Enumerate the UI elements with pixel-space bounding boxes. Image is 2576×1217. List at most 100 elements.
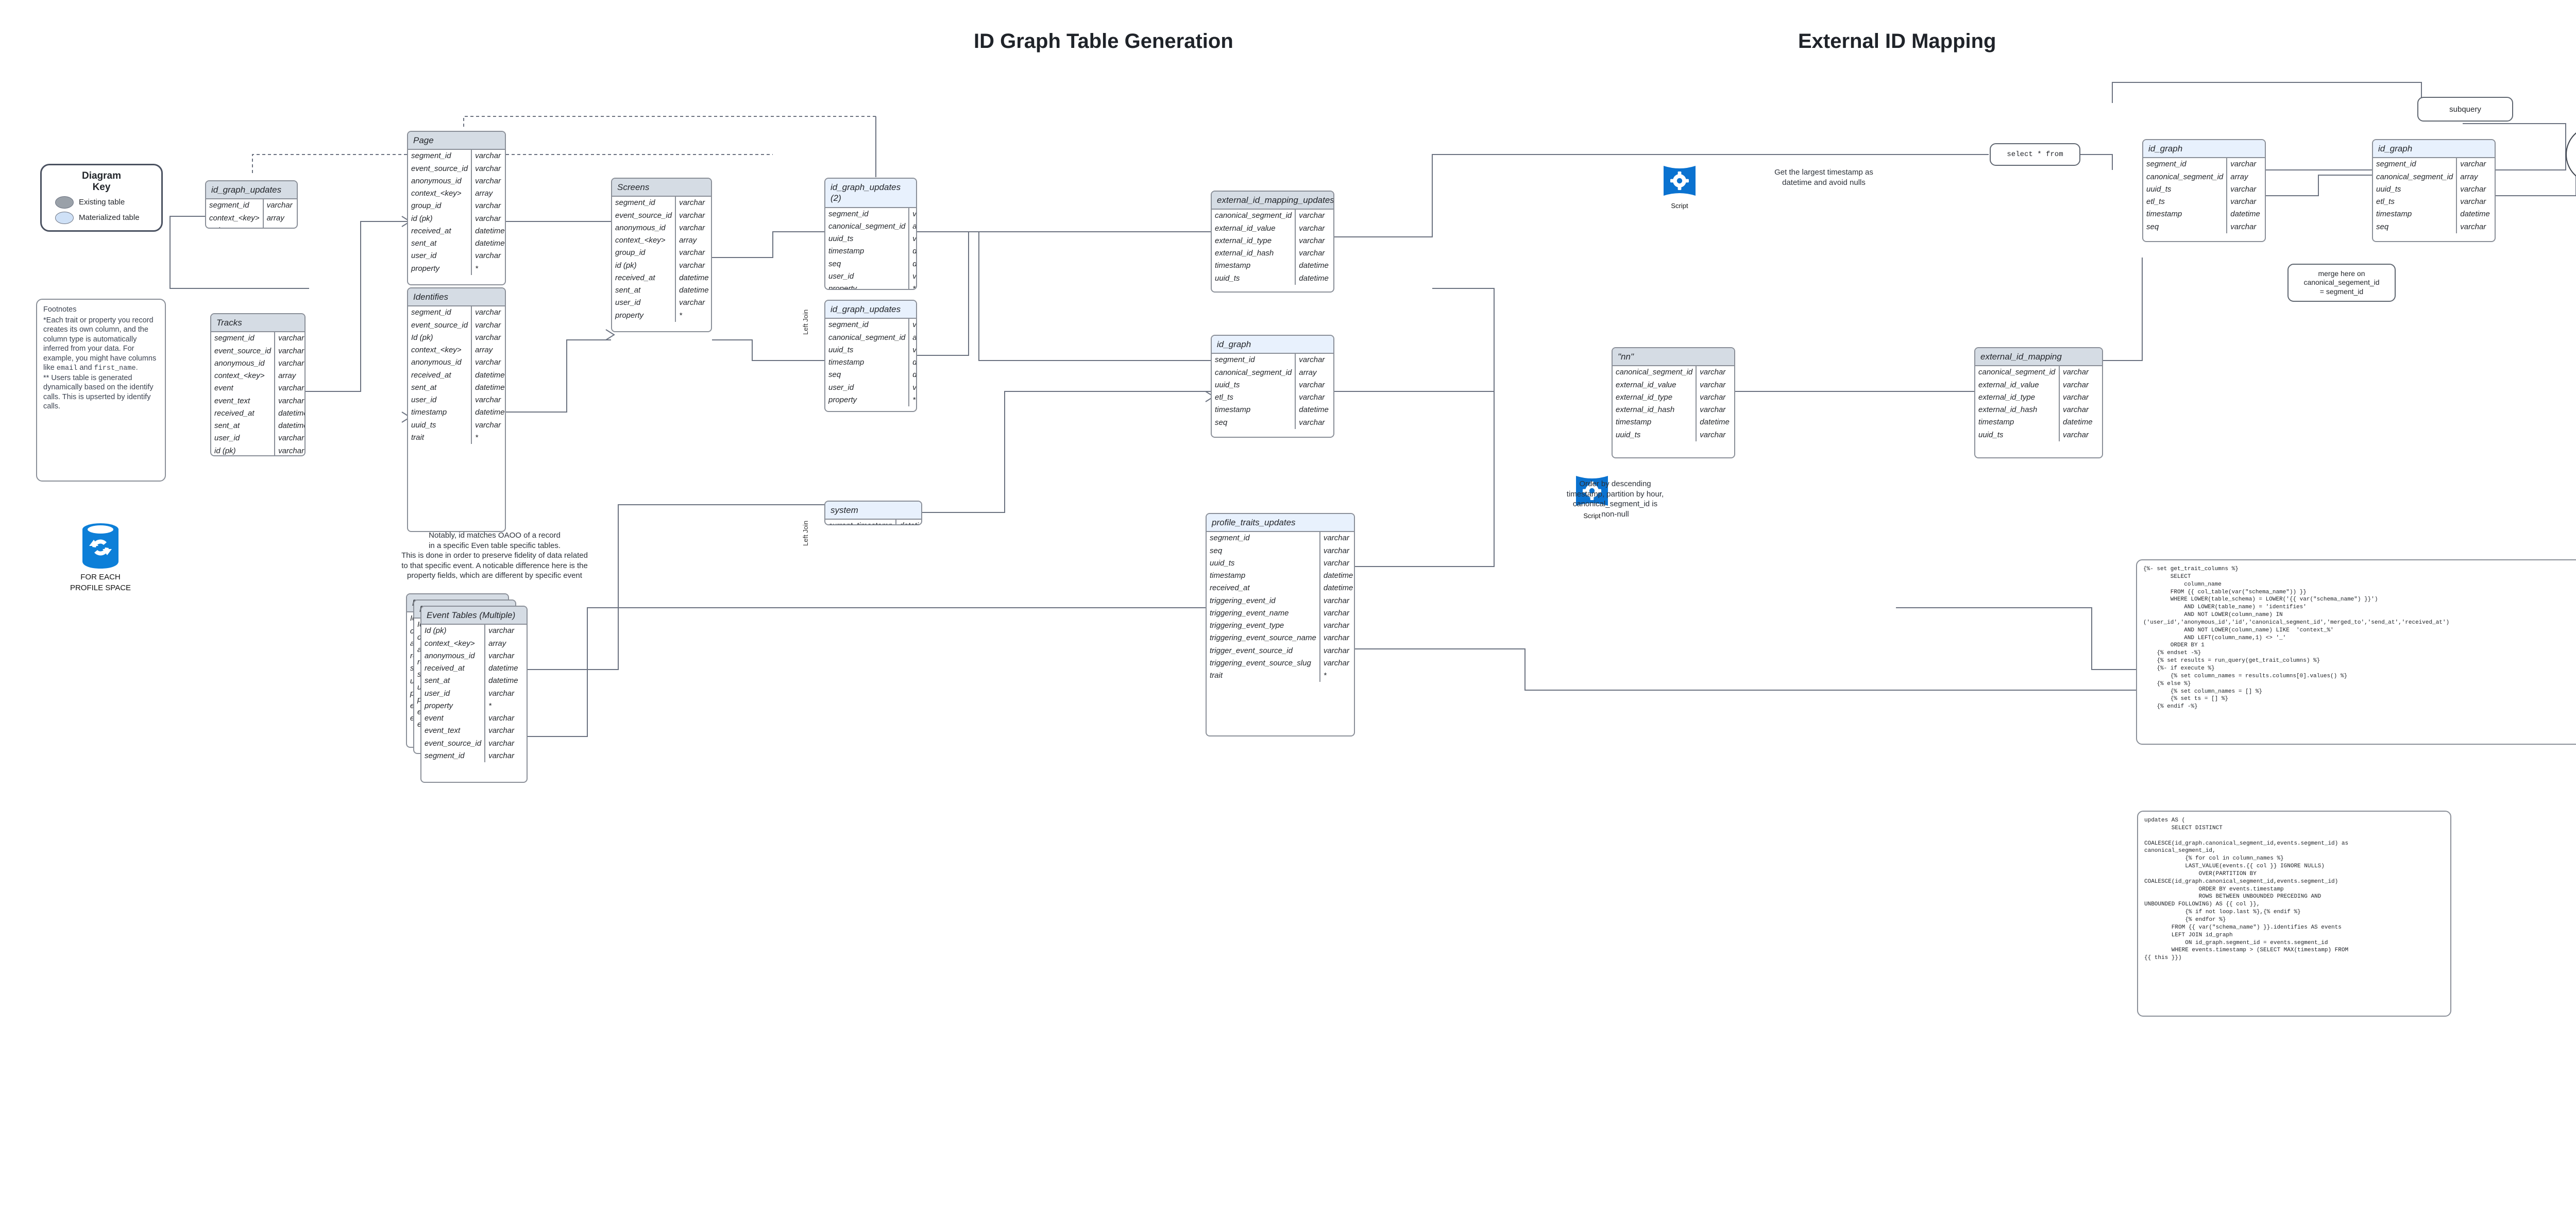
er-column-type: varchar [1700,380,1726,389]
er-column-type: array [2460,172,2478,181]
er-column-type: array [679,236,697,245]
er-column-type: varchar [1323,646,1349,655]
er-column-name: trigger_event_source_id [1210,646,1293,655]
er-column-types: varchararrayvarchardatetimedatetimevarch… [909,208,916,289]
er-column-name: segment_id [615,198,655,208]
er-column-type: datetime [912,358,917,367]
key-label-materialized: Materialized table [79,213,140,222]
er-table-title: Page [408,132,505,150]
er-column-name: triggering_event_source_slug [1210,658,1311,667]
label-select-from: select * from [1990,143,2080,166]
er-column-type: varchar [278,384,304,393]
er-column-type: * [488,701,492,710]
er-column-type: varchar [1299,224,1325,233]
er-column-name: received_at [411,370,451,380]
section-title-id-graph: ID Graph Table Generation [974,30,1233,53]
code-block-code_traits: {%- set get_trait_columns %} SELECT colu… [2136,559,2576,745]
er-column-name: event [425,714,444,723]
er-column-type: varchar [2230,197,2257,206]
er-column-name: timestamp [828,358,865,367]
er-column-type: varchar [1299,393,1325,402]
er-column-type: varchar [2230,160,2257,169]
er-table-title: id_graph [2373,140,2495,159]
er-column-type: datetime [896,520,921,524]
er-column-type: array [488,639,506,648]
key-label-existing: Existing table [79,198,125,207]
er-column-names: current_timestamp [825,520,897,524]
er-column-type: varchar [475,151,501,161]
er-column-type: datetime [488,664,518,673]
er-column-type: varchar [679,248,705,258]
er-column-type: varchar [475,164,501,173]
er-table-title: id_graph [2143,140,2265,159]
er-column-type: array [2230,172,2248,181]
er-table-title: system [825,502,921,520]
er-column-type: varchar [488,689,515,698]
er-column-type: * [475,433,478,442]
er-column-name: external_id_type [1978,392,2036,402]
er-column-name: event [214,384,233,393]
script-caption-1: Script [1671,202,1688,210]
er-table-t_system: systemcurrent_timestampdatetime [824,501,922,525]
er-column-name: anonymous_id [411,358,462,367]
er-column-name: segment_id [828,320,869,330]
er-column-name: segment_id [1210,534,1250,543]
er-column-type: varchar [1323,633,1349,643]
er-column-name: segment_id [1215,355,1255,365]
er-column-type: varchar [2460,184,2486,194]
er-column-type: datetime [488,676,518,685]
er-column-name: triggering_event_source_name [1210,633,1316,643]
er-table-title: id_graph_updates (2) [825,179,916,208]
er-column-name: segment_id [411,151,451,161]
er-column-type: varchar [1700,405,1726,414]
er-column-name: timestamp [1978,418,2014,427]
union-node: Union [2566,126,2576,183]
er-column-name: context_<key> [615,236,666,245]
er-table-title: external_id_mapping [1975,348,2102,367]
er-column-name: canonical_segment_id [1978,368,2056,377]
er-column-name: property [828,395,857,404]
er-column-type: * [679,311,682,320]
er-column-type: datetime [679,286,709,295]
er-column-name: uuid_ts [2146,184,2172,194]
er-column-types: varchararrayvarchardatetimedatetimevarch… [909,319,917,406]
er-column-name: property [828,284,857,290]
footnotes-card: Footnotes *Each trait or property you re… [36,299,166,482]
er-column-name: timestamp [1215,405,1251,415]
script-icon [1664,166,1696,196]
er-column-name: user_id [411,396,437,404]
er-column-name: uuid_ts [2376,184,2401,194]
er-column-name: triggering_event_type [1210,621,1284,630]
vertical-label-left-join-2: Left Join [802,520,809,546]
er-column-name: received_at [1210,584,1250,593]
er-column-name: canonical_segment_id [1215,368,1292,377]
er-column-type: varchar [2230,222,2257,231]
er-column-type: varchar [2063,430,2089,439]
er-column-type: datetime [1299,261,1329,270]
er-column-name: event_source_id [425,739,482,748]
er-column-type: varchar [1323,596,1349,605]
er-table-title: external_id_mapping_updates [1212,192,1333,210]
er-column-name: external_id_value [1215,224,1276,233]
footnote-1: *Each trait or property you record creat… [43,316,157,373]
er-column-type: datetime [278,421,306,430]
er-column-type: varchar [2063,405,2089,414]
key-title-line1: Diagram [81,170,122,181]
materialized-table-swatch [55,211,74,224]
er-column-name: context_<key> [411,189,462,198]
er-table-title: Event Tables (Multiple) [421,607,527,625]
er-column-name: canonical_segment_id [2376,172,2453,181]
er-column-type: varchar [1323,608,1349,618]
